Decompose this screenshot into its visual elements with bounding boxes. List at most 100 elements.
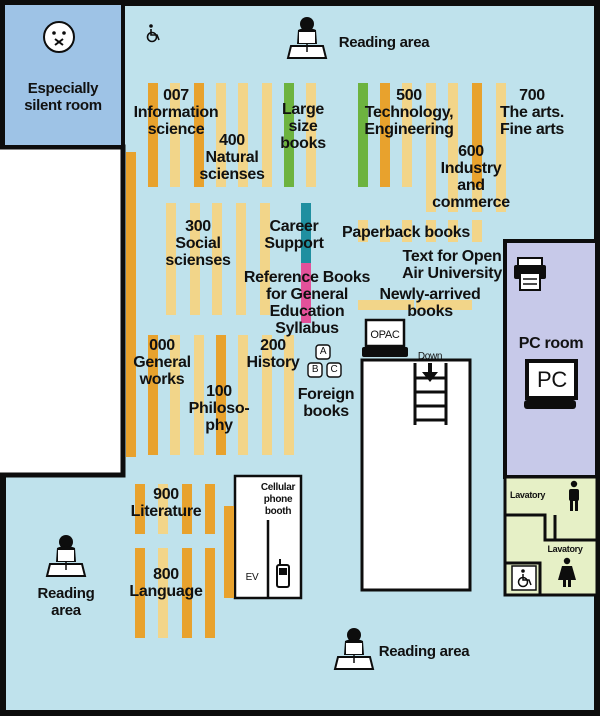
- bookshelf: [236, 203, 246, 315]
- bookshelf: [148, 335, 158, 455]
- down-label: Down: [417, 351, 443, 362]
- section-openair: Text for Open Air University: [402, 248, 502, 282]
- bookshelf: [170, 83, 180, 187]
- bookshelf: [238, 83, 248, 187]
- outside-area: [0, 147, 123, 475]
- bookshelf: [216, 83, 226, 187]
- bookshelf: [238, 335, 248, 455]
- bookshelf: [216, 335, 226, 455]
- bookshelf: [426, 187, 436, 212]
- bookshelf: [472, 220, 482, 242]
- bookshelf: [190, 203, 200, 315]
- section-900: 900 Literature: [130, 486, 202, 520]
- bookshelf: [182, 484, 192, 534]
- bookshelf: [262, 335, 272, 455]
- badge-b: B: [311, 364, 319, 375]
- pc-sign: PC: [537, 367, 567, 392]
- mobile-phone-icon: [276, 559, 290, 588]
- bookshelf: [262, 83, 272, 187]
- opac-label: OPAC: [370, 329, 400, 341]
- bookshelf: [402, 220, 412, 242]
- lavatory-wall-2: [505, 561, 542, 595]
- badge-c: C: [330, 364, 338, 375]
- shelves: [126, 83, 506, 638]
- bookshelf: [426, 83, 436, 187]
- section-007: 007 Information science: [133, 87, 219, 138]
- silent-room-label: Especially silent room: [24, 80, 102, 114]
- bookshelf: [448, 187, 458, 212]
- woman-icon: [558, 557, 576, 587]
- bookshelf: [402, 83, 412, 187]
- section-100: 100 Philoso- phy: [188, 383, 250, 434]
- reading-area-bottom: Reading area: [378, 643, 470, 660]
- down-arrow-icon: [422, 363, 438, 382]
- foreign-badges: [307, 344, 342, 378]
- section-000: 000 General works: [133, 337, 191, 388]
- section-600: 600 Industry and commerce: [432, 143, 510, 211]
- bookshelf: [284, 83, 294, 187]
- bookshelf: [212, 203, 222, 315]
- badge-a: A: [319, 346, 327, 357]
- bookshelf: [205, 548, 215, 638]
- bookshelf: [426, 220, 436, 242]
- bookshelf: [135, 484, 145, 534]
- bookshelf: [448, 220, 458, 242]
- bookshelf: [448, 83, 458, 187]
- section-foreign: Foreign books: [297, 386, 355, 420]
- lavatory-1-label: Lavatory: [510, 490, 546, 500]
- reader-icon: [286, 17, 328, 59]
- bookshelf: [260, 203, 270, 315]
- bookshelf: [380, 220, 390, 242]
- section-200: 200 History: [246, 337, 300, 371]
- section-paperback: Paperback books: [341, 224, 470, 241]
- bookshelf: [496, 83, 506, 187]
- section-400: 400 Natural scienses: [199, 132, 265, 183]
- bookshelf: [158, 484, 168, 534]
- bookshelf: [301, 263, 311, 323]
- bookshelf: [284, 335, 294, 455]
- bookshelf: [472, 83, 482, 187]
- lavatory-wall: [505, 513, 557, 542]
- pc-room-label: PC room: [518, 335, 584, 352]
- printer-icon: [514, 257, 546, 291]
- wheelchair-icon: [146, 24, 160, 43]
- bookshelf: [358, 220, 368, 242]
- bookshelf: [166, 203, 176, 315]
- bookshelf: [126, 335, 136, 455]
- section-large: Large size books: [280, 101, 326, 152]
- reading-area-left: Reading area: [37, 585, 95, 619]
- quiet-face-icon: [43, 21, 75, 53]
- wheelchair-icon: [511, 565, 537, 591]
- section-300: 300 Social scienses: [165, 218, 231, 269]
- bookshelf: [170, 335, 180, 455]
- bookshelf: [194, 335, 204, 455]
- bookshelf: [148, 83, 158, 187]
- section-reference: Reference Books for General Education Sy…: [243, 269, 371, 337]
- bookshelf: [472, 187, 482, 212]
- section-career: Career Support: [264, 218, 324, 252]
- bookshelf: [306, 83, 316, 187]
- bookshelf: [205, 484, 215, 534]
- bookshelf: [224, 506, 234, 598]
- section-500: 500 Technology, Engineering: [364, 87, 454, 138]
- bookshelf: [194, 83, 204, 187]
- bookshelf: [380, 83, 390, 187]
- bookshelf: [358, 300, 414, 310]
- reader-icon: [45, 535, 87, 577]
- pc-monitor-icon: [524, 359, 578, 409]
- lavatory-2-label: Lavatory: [547, 544, 583, 554]
- man-icon: [569, 480, 579, 511]
- bookshelf: [301, 203, 311, 263]
- section-700: 700 The arts. Fine arts: [500, 87, 564, 138]
- elevator-label: EV: [245, 572, 259, 583]
- opac-terminal: [362, 318, 408, 357]
- bookshelf: [496, 187, 506, 212]
- bookshelf: [358, 83, 368, 187]
- section-800: 800 Language: [129, 566, 203, 600]
- reader-icon: [333, 628, 375, 670]
- phone-booth-label: Cellular phone booth: [260, 482, 296, 517]
- bookshelf: [135, 548, 145, 638]
- bookshelf: [158, 548, 168, 638]
- section-newbooks: Newly-arrived books: [379, 286, 481, 320]
